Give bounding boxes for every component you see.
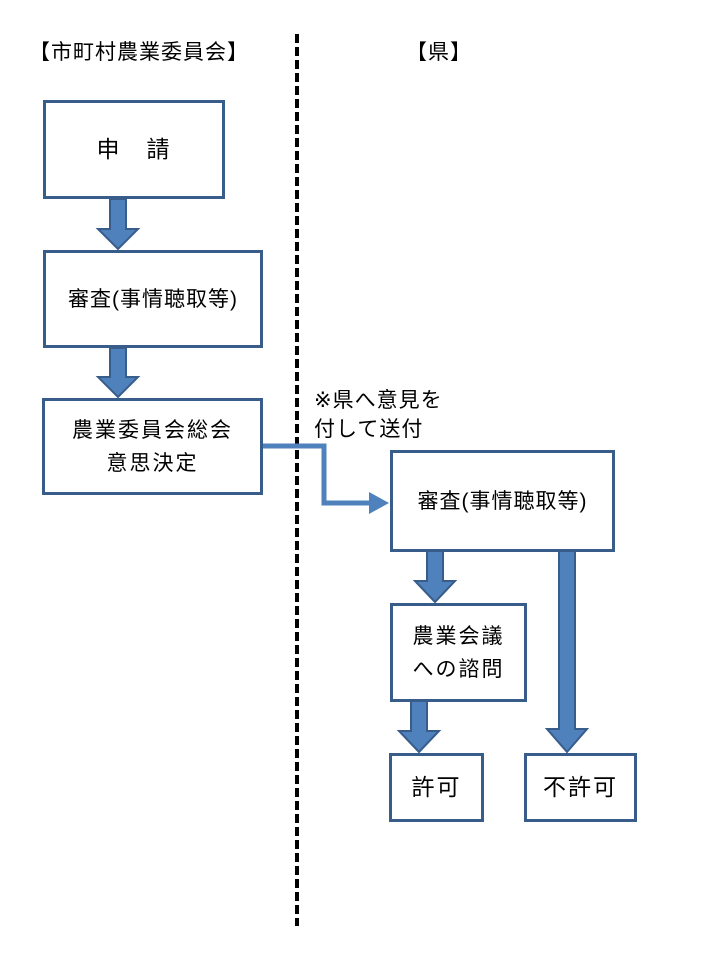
flow-box-permit: 許可 [389,753,484,822]
flow-box-municipal-review-label: 審査(事情聴取等) [68,287,238,311]
flow-box-prefecture-review: 審査(事情聴取等) [390,450,615,552]
arrow-application-to-municipal-review [95,198,141,251]
flow-box-permit-label: 許可 [411,774,462,800]
flow-box-agricultural-council-label: 農業会議 への諮問 [412,624,505,681]
connector-arrowhead-icon [369,492,389,514]
column-divider-dashed-line [295,34,299,926]
flow-box-prefecture-review-label: 審査(事情聴取等) [417,489,588,513]
arrow-prefecture-review-to-denial [544,550,590,754]
flow-box-denial: 不許可 [524,753,637,822]
right-column-header: 【県】 [406,41,472,64]
left-column-header: 【市町村農業委員会】 [29,41,249,64]
arrow-prefecture-review-to-agricultural-council [412,550,458,604]
flow-box-application-label: 申 請 [96,136,172,162]
flow-box-application: 申 請 [43,100,225,199]
connector-committee-decision-to-prefecture-review [263,443,371,506]
arrow-agricultural-council-to-permit [396,700,442,754]
flow-box-committee-decision: 農業委員会総会 意思決定 [42,398,263,495]
flow-box-agricultural-council: 農業会議 への諮問 [390,603,527,702]
annotation-send-with-opinion: ※県へ意見を 付して送付 [314,389,443,441]
flow-box-committee-decision-label: 農業委員会総会 意思決定 [72,418,233,475]
flow-box-denial-label: 不許可 [543,774,618,800]
flow-box-municipal-review: 審査(事情聴取等) [43,250,263,348]
arrow-municipal-review-to-committee-decision [95,347,141,399]
